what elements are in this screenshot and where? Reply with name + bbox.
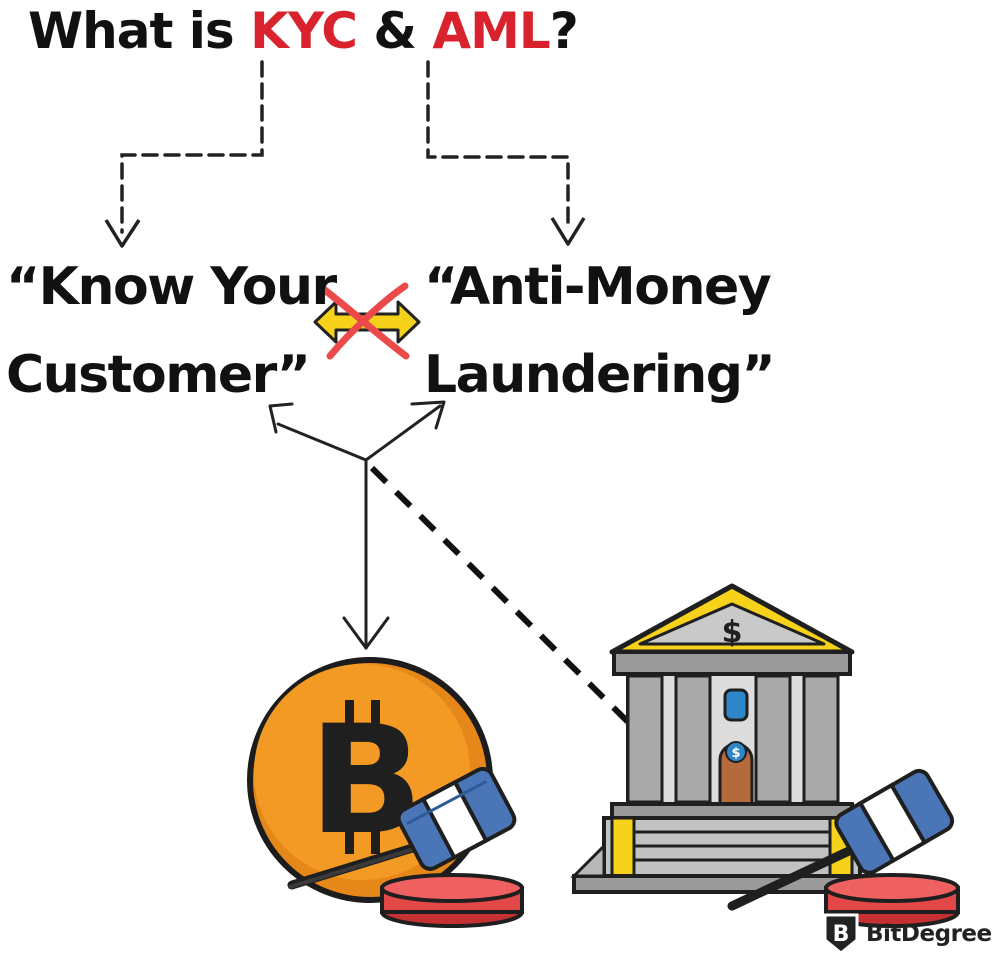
brand-watermark: B BitDegree [822,911,992,957]
page-title: What is KYC & AML? [28,2,579,60]
aml-line-2: Laundering” [424,345,776,405]
kyc-branch-arrow [120,60,264,234]
bank-building-icon: $ $ [570,583,888,894]
kyc-line-1: “Know Your [6,257,337,317]
title-aml: AML [432,2,550,60]
fork-arrows [268,400,446,650]
bank-connector-arrow [369,465,631,725]
title-kyc: KYC [250,2,358,60]
door-dollar-sign: $ [731,746,740,761]
kyc-arrowhead [104,219,141,248]
aml-arrowhead [550,217,586,246]
aml-branch-arrow [426,60,570,230]
brand-name: BitDegree [866,921,992,947]
bitcoin-symbol: B [309,694,423,868]
kyc-definition: “Know Your Customer” [6,243,337,419]
title-prefix: What is [28,2,251,60]
gavel-left-icon [287,766,524,928]
bank-dollar-sign: $ [722,615,743,650]
title-suffix: ? [549,2,579,60]
kyc-line-2: Customer” [6,345,311,405]
svg-text:B: B [833,922,850,947]
cross-icon [318,282,410,360]
title-amp: & [356,2,433,60]
bitdegree-logo-icon: B [823,913,859,955]
aml-line-1: “Anti-Money [424,257,772,317]
aml-definition: “Anti-Money Laundering” [424,243,776,419]
gavel-right-icon [727,768,960,928]
